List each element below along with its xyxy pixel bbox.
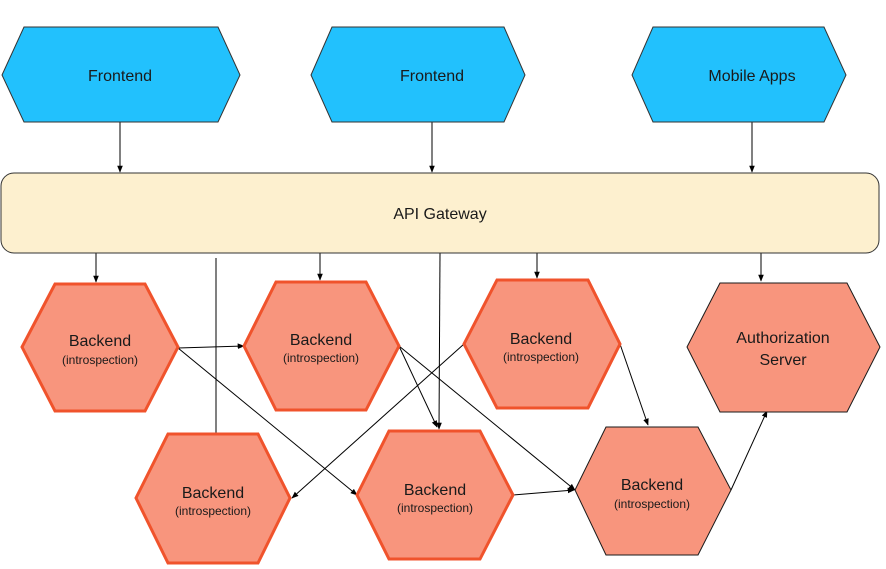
auth-title: Authorization [736,330,829,347]
client-node-frontend-2[interactable]: Frontend [310,26,526,123]
client-node-frontend-1[interactable]: Frontend [1,26,241,123]
backend-subtitle: (introspection) [503,350,579,364]
client-label: Frontend [88,68,152,85]
client-node-mobile-apps[interactable]: Mobile Apps [631,26,847,123]
backend-node-5[interactable]: Backend (introspection) [355,429,515,561]
gateway-shape [0,172,880,254]
backend-node-1[interactable]: Backend (introspection) [20,282,180,413]
auth-subtitle: Server [759,352,807,369]
backend-subtitle: (introspection) [614,497,690,511]
backend-title: Backend [621,477,683,494]
edge-b1-to-b2 [177,343,245,349]
client-label: Frontend [400,68,464,85]
edges-layer [93,122,768,499]
backend-title: Backend [404,482,466,499]
backend-shape [462,278,622,410]
backend-shape [242,280,401,412]
edge-gw-to-b5 [436,252,442,430]
api-gateway-node[interactable]: API Gateway [0,172,880,254]
edge-b3-to-b4 [291,343,465,499]
backend-subtitle: (introspection) [62,353,138,367]
authorization-server-node[interactable]: Authorization Server [686,282,881,413]
backend-shape [134,432,292,565]
backend-node-6[interactable]: Backend (introspection) [574,426,732,556]
backend-subtitle: (introspection) [175,504,251,518]
client-shape [631,26,847,123]
client-label: Mobile Apps [708,68,795,85]
edge-b2-to-b6 [398,345,576,491]
backend-subtitle: (introspection) [283,351,359,365]
client-shape [310,26,526,123]
edge-b3-to-b6 [619,343,649,426]
client-shape [1,26,241,123]
backend-title: Backend [182,485,244,502]
edge-b5-to-b6 [512,487,575,496]
backend-node-2[interactable]: Backend (introspection) [242,280,401,412]
backend-shape [20,282,180,413]
backend-subtitle: (introspection) [397,501,473,515]
backend-title: Backend [69,333,131,350]
backend-title: Backend [290,332,352,349]
auth-shape [686,282,881,413]
edge-b1-to-b5 [177,347,358,496]
backend-shape [355,429,515,561]
backend-shape [574,426,732,556]
edge-b2-to-b5 [398,345,438,428]
backend-node-3[interactable]: Backend (introspection) [462,278,622,410]
edge-b6-to-auth [730,410,768,491]
backend-node-4[interactable]: Backend (introspection) [134,432,292,565]
backend-title: Backend [510,331,572,348]
gateway-label: API Gateway [393,206,486,223]
